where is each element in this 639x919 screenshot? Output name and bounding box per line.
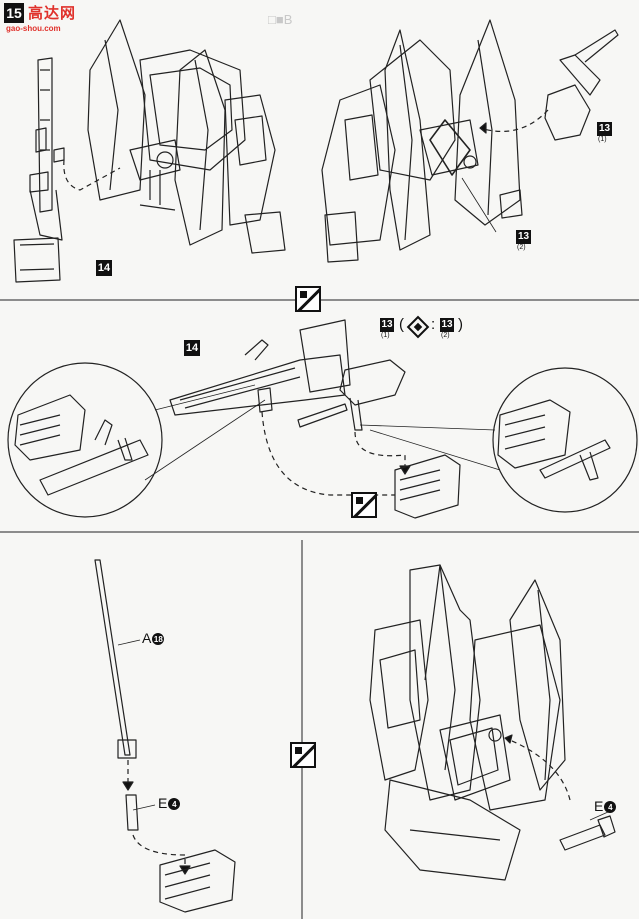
rifle-horizontal-illustration xyxy=(169,319,351,416)
hand-swap-icon xyxy=(290,742,316,768)
zoom-circle-left xyxy=(7,362,163,518)
insert-arrow-4 xyxy=(261,411,395,496)
site-name: 高达网 xyxy=(28,5,77,22)
combo-close-paren: ) xyxy=(458,316,463,333)
mecha-right-illustration xyxy=(321,19,523,263)
combo-sub-a: (1) xyxy=(381,332,390,339)
combo-colon: : xyxy=(431,316,436,333)
part-sub-13-top: (1) xyxy=(598,136,607,143)
hand-swap-icon xyxy=(295,286,321,312)
antenna-rod-illustration xyxy=(94,559,139,831)
part-badge-14-top: 14 xyxy=(96,260,112,276)
mecha-left-illustration xyxy=(87,19,286,254)
part-badge-13-mid: 13 xyxy=(516,230,531,244)
insert-arrow-3 xyxy=(354,431,406,470)
part-letter-e-left: E xyxy=(158,795,168,811)
site-url: gao-shou.com xyxy=(6,24,61,33)
hand-right-zoom xyxy=(497,399,611,481)
combo-sub-b: (2) xyxy=(441,332,450,339)
part-letter-a: A xyxy=(142,630,152,646)
rifle-vertical-illustration xyxy=(13,57,65,283)
part-badge-14-mid: 14 xyxy=(184,340,200,356)
leader-13-2 xyxy=(461,177,497,233)
peg-part-illustration xyxy=(559,815,616,851)
ghost-text: □■B xyxy=(268,12,293,27)
combo-badge-13-a: 13 xyxy=(380,318,394,332)
leader-e4-right xyxy=(589,811,609,821)
hand-middle-illustration xyxy=(394,454,461,519)
hand-bottom-illustration xyxy=(159,849,236,913)
grip-horizontal-illustration xyxy=(297,359,406,431)
leader-a18 xyxy=(117,639,141,646)
grip-part-illustration xyxy=(544,29,619,141)
site-watermark: 15 高达网 xyxy=(4,2,76,23)
part-sub-13-mid: (2) xyxy=(517,244,526,251)
insert-arrow-1 xyxy=(63,159,121,191)
insert-arrow-7 xyxy=(504,737,571,801)
part-letter-e-right: E xyxy=(594,798,604,814)
hand-swap-icon xyxy=(351,492,377,518)
hand-left-zoom xyxy=(14,394,149,496)
combo-open-paren: ( xyxy=(399,316,404,333)
insert-arrow-2 xyxy=(479,109,549,132)
part-num-4-right: 4 xyxy=(604,801,617,814)
mecha-bottom-right-illustration xyxy=(369,564,566,881)
part-num-4-left: 4 xyxy=(168,798,181,811)
insert-arrow-6 xyxy=(132,834,186,870)
part-num-18: 18 xyxy=(152,633,165,646)
zoom-circle-right xyxy=(492,367,638,513)
combo-badge-13-b: 13 xyxy=(440,318,454,332)
leader-e4-left xyxy=(132,804,156,811)
part-badge-13-top: 13 xyxy=(597,122,612,136)
step-number: 15 xyxy=(4,2,24,23)
